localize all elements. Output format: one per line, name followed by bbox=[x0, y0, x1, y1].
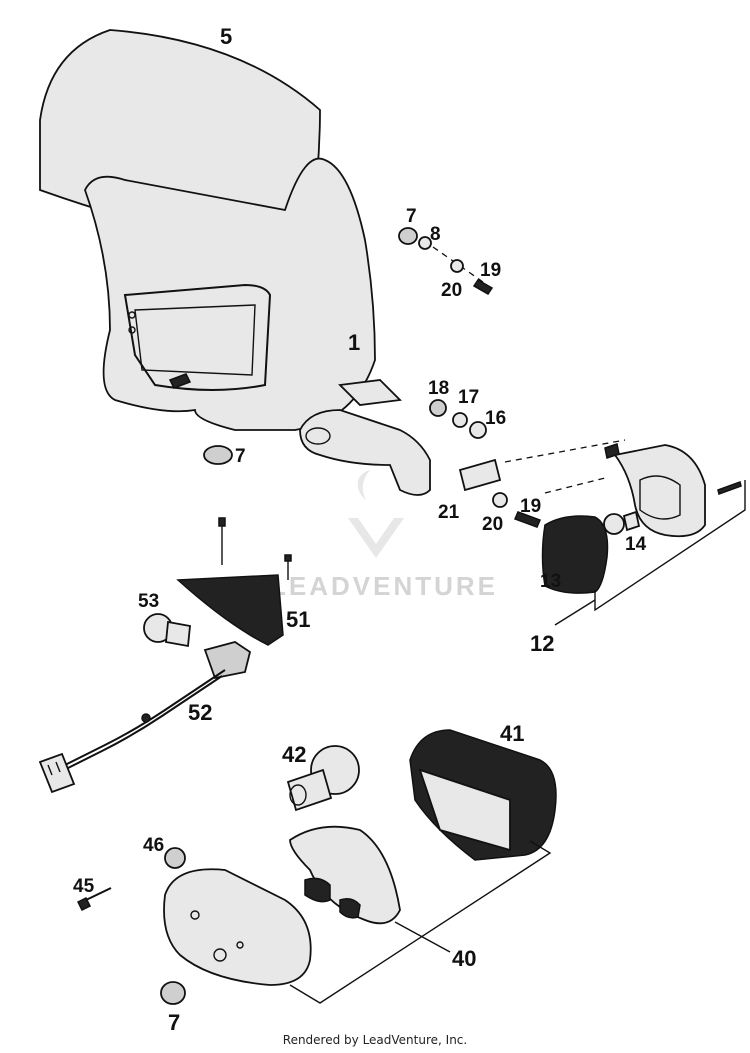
leader-line bbox=[394, 921, 451, 953]
part-label-17: 17 bbox=[458, 387, 479, 408]
part-label-19-top: 19 bbox=[480, 260, 501, 281]
stop-light-bulb-part bbox=[286, 745, 360, 812]
wiring-harness-part bbox=[38, 641, 252, 794]
turn-signal-lens-part bbox=[541, 515, 609, 594]
part-label-20-top: 20 bbox=[441, 280, 462, 301]
license-plate-light-part bbox=[176, 517, 292, 646]
footer-credit: Rendered by LeadVenture, Inc. bbox=[282, 1033, 468, 1047]
leader-line bbox=[504, 439, 626, 463]
part-label-41: 41 bbox=[500, 721, 524, 746]
tail-light-lens-part bbox=[409, 729, 557, 861]
part-label-14: 14 bbox=[625, 534, 647, 555]
part-label-7-bottom: 7 bbox=[168, 1010, 180, 1035]
watermark-text: LEADVENTURE bbox=[270, 571, 498, 601]
part-label-51: 51 bbox=[286, 607, 310, 632]
part-label-40: 40 bbox=[452, 946, 476, 971]
watermark-logo bbox=[348, 470, 404, 558]
turn-signal-housing-part bbox=[604, 443, 742, 538]
leader-line bbox=[544, 477, 606, 494]
part-label-1: 1 bbox=[348, 330, 360, 355]
tail-light-housing-part bbox=[163, 868, 312, 986]
part-label-45: 45 bbox=[73, 876, 95, 897]
part-label-20-middle: 20 bbox=[482, 514, 503, 535]
part-label-18: 18 bbox=[428, 378, 449, 399]
assembly-bracket-line bbox=[289, 840, 552, 1004]
bulb-holder-plate-part bbox=[289, 825, 401, 925]
part-label-7-middle: 7 bbox=[235, 446, 246, 467]
part-label-5: 5 bbox=[220, 24, 232, 49]
part-label-12: 12 bbox=[530, 631, 554, 656]
part-label-19-middle: 19 bbox=[520, 496, 541, 517]
part-label-16: 16 bbox=[485, 408, 506, 429]
part-label-13: 13 bbox=[540, 571, 561, 592]
headlight-fairing-part bbox=[84, 157, 376, 431]
hardware-bottom bbox=[76, 847, 186, 1005]
turn-signal-bulb-part bbox=[603, 510, 641, 535]
grommet-7-middle bbox=[203, 445, 233, 465]
part-label-53: 53 bbox=[138, 591, 159, 612]
leader-line bbox=[554, 599, 596, 626]
part-label-8: 8 bbox=[430, 224, 441, 245]
hardware-top bbox=[398, 227, 494, 295]
part-label-46: 46 bbox=[143, 835, 164, 856]
mounting-bracket-part bbox=[299, 379, 542, 528]
part-label-7-top: 7 bbox=[406, 206, 417, 227]
part-label-21: 21 bbox=[438, 502, 460, 523]
bulb-53-part bbox=[143, 613, 191, 648]
part-label-42: 42 bbox=[282, 742, 306, 767]
part-label-52: 52 bbox=[188, 700, 212, 725]
